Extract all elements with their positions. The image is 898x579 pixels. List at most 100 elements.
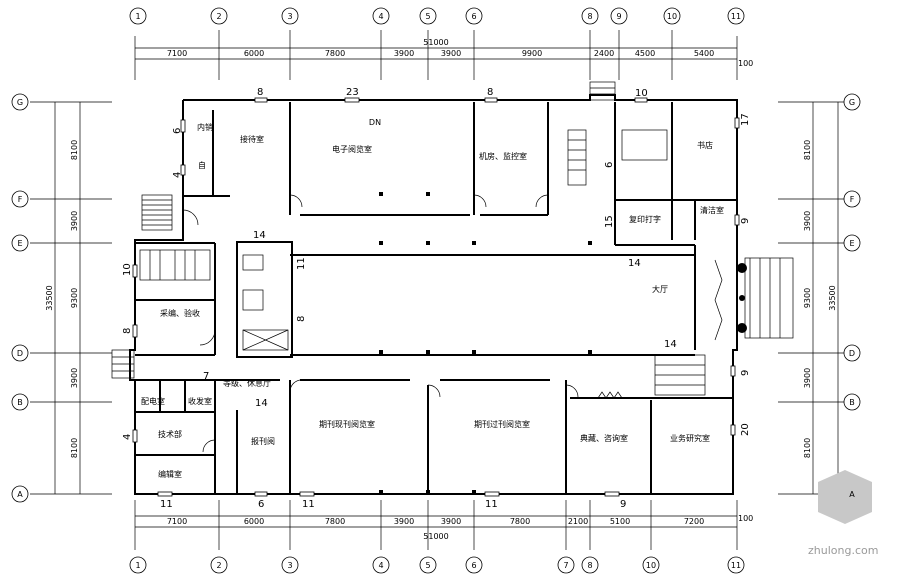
win-right-9b: 9 xyxy=(740,370,751,376)
win-shudian-6: 6 xyxy=(604,162,615,168)
dim-bot-8: 5100 xyxy=(610,517,630,526)
row-right-F: F xyxy=(850,195,855,204)
win-right-17: 17 xyxy=(740,113,751,126)
room-dianzi: 电子阅览室 xyxy=(332,144,372,154)
col-top-4: 4 xyxy=(378,12,383,21)
room-caibian: 采编、验收 xyxy=(160,308,200,318)
room-peidian: 配电室 xyxy=(141,396,165,406)
win-right-9: 9 xyxy=(740,218,751,224)
watermark-logo xyxy=(818,470,872,524)
dim-left-2: 3900 xyxy=(70,211,79,231)
dim-bot-7: 2100 xyxy=(568,517,588,526)
dim-top-1: 7100 xyxy=(167,49,187,58)
row-left-B: B xyxy=(17,398,23,407)
win-fuyin-15: 15 xyxy=(604,215,615,228)
col-bot-5: 5 xyxy=(425,561,430,570)
dim-left-4: 3900 xyxy=(70,368,79,388)
col-bot-3: 3 xyxy=(287,561,292,570)
win-top-3: 8 xyxy=(487,87,493,98)
row-left-A: A xyxy=(17,490,23,499)
dim-bot-5: 3900 xyxy=(441,517,461,526)
row-left-G: G xyxy=(17,98,23,107)
col-top-6: 6 xyxy=(471,12,476,21)
win-hall-14b: 14 xyxy=(664,339,677,350)
col-bot-8: 8 xyxy=(587,561,592,570)
win-caibian-10: 10 xyxy=(122,263,133,276)
dim-bot-2: 6000 xyxy=(244,517,264,526)
col-top-11: 11 xyxy=(731,12,741,21)
col-top-3: 3 xyxy=(287,12,292,21)
col-bot-1: 1 xyxy=(135,561,140,570)
row-right-D: D xyxy=(849,349,855,358)
dim-bot-total: 51000 xyxy=(423,532,448,541)
dim-bot-3: 7800 xyxy=(325,517,345,526)
room-qingjie: 清洁室 xyxy=(700,205,724,215)
dim-top-6: 9900 xyxy=(522,49,542,58)
win-core-14: 14 xyxy=(253,230,266,241)
col-top-1: 1 xyxy=(135,12,140,21)
col-bot-10: 10 xyxy=(646,561,656,570)
dim-top-8: 4500 xyxy=(635,49,655,58)
room-jiedai: 接待室 xyxy=(240,134,264,144)
dim-bot-6: 7800 xyxy=(510,517,530,526)
win-core-8: 8 xyxy=(296,316,307,322)
col-bot-6: 6 xyxy=(471,561,476,570)
win-left-7: 7 xyxy=(203,371,209,382)
dim-bot-1: 7100 xyxy=(167,517,187,526)
room-yewu: 业务研究室 xyxy=(670,433,710,443)
win-caibian-8: 8 xyxy=(122,328,133,334)
room-jishu: 技术部 xyxy=(158,429,182,439)
dim-bot-small: 100 xyxy=(738,514,753,523)
dim-right-1: 8100 xyxy=(803,140,812,160)
col-bot-2: 2 xyxy=(216,561,221,570)
dim-right-total: 33500 xyxy=(828,285,837,310)
row-right-A: A xyxy=(849,490,855,499)
col-top-2: 2 xyxy=(216,12,221,21)
win-top-1: 8 xyxy=(257,87,263,98)
col-bot-7: 7 xyxy=(563,561,568,570)
win-top-4: 10 xyxy=(635,88,648,99)
dim-right-5: 8100 xyxy=(803,438,812,458)
dim-top-3: 7800 xyxy=(325,49,345,58)
win-bot-11c: 11 xyxy=(485,499,498,510)
row-right-B: B xyxy=(849,398,855,407)
room-qikan: 期刊现刊阅览室 xyxy=(319,419,375,429)
win-bot-9: 9 xyxy=(620,499,626,510)
row-left-D: D xyxy=(17,349,23,358)
col-bot-11: 11 xyxy=(731,561,741,570)
room-jifang: 机房、监控室 xyxy=(479,151,527,161)
win-bot-6: 6 xyxy=(258,499,264,510)
room-neixiao: 内销 xyxy=(197,122,213,132)
watermark-text: zhulong.com xyxy=(808,544,878,557)
dim-right-3: 9300 xyxy=(803,288,812,308)
room-shudian: 书店 xyxy=(697,140,713,150)
row-right-E: E xyxy=(849,239,854,248)
row-right-G: G xyxy=(849,98,855,107)
win-bot-11a: 11 xyxy=(160,499,173,510)
dim-top-7: 2400 xyxy=(594,49,614,58)
col-top-9: 9 xyxy=(616,12,621,21)
dim-top-9: 5400 xyxy=(694,49,714,58)
dim-top-5: 3900 xyxy=(441,49,461,58)
dim-left-5: 8100 xyxy=(70,438,79,458)
col-top-5: 5 xyxy=(425,12,430,21)
win-hall-14a: 14 xyxy=(628,258,641,269)
room-dating: 大厅 xyxy=(652,284,668,294)
dim-right-2: 3900 xyxy=(803,211,812,231)
dim-top-2: 6000 xyxy=(244,49,264,58)
win-right-20: 20 xyxy=(740,423,751,436)
room-guoqi: 期刊过刊阅览室 xyxy=(474,419,530,429)
row-left-E: E xyxy=(17,239,22,248)
room-baokan: 报刊阅 xyxy=(251,436,275,446)
win-left-4: 4 xyxy=(172,172,183,178)
win-top-2: 23 xyxy=(346,87,359,98)
room-bianji: 编辑室 xyxy=(158,469,182,479)
win-bot-11b: 11 xyxy=(302,499,315,510)
dim-right-4: 3900 xyxy=(803,368,812,388)
dim-top-total: 51000 xyxy=(423,38,448,47)
win-left-6: 6 xyxy=(172,128,183,134)
room-dn-label: DN xyxy=(369,118,381,127)
win-left-4b: 4 xyxy=(122,434,133,440)
